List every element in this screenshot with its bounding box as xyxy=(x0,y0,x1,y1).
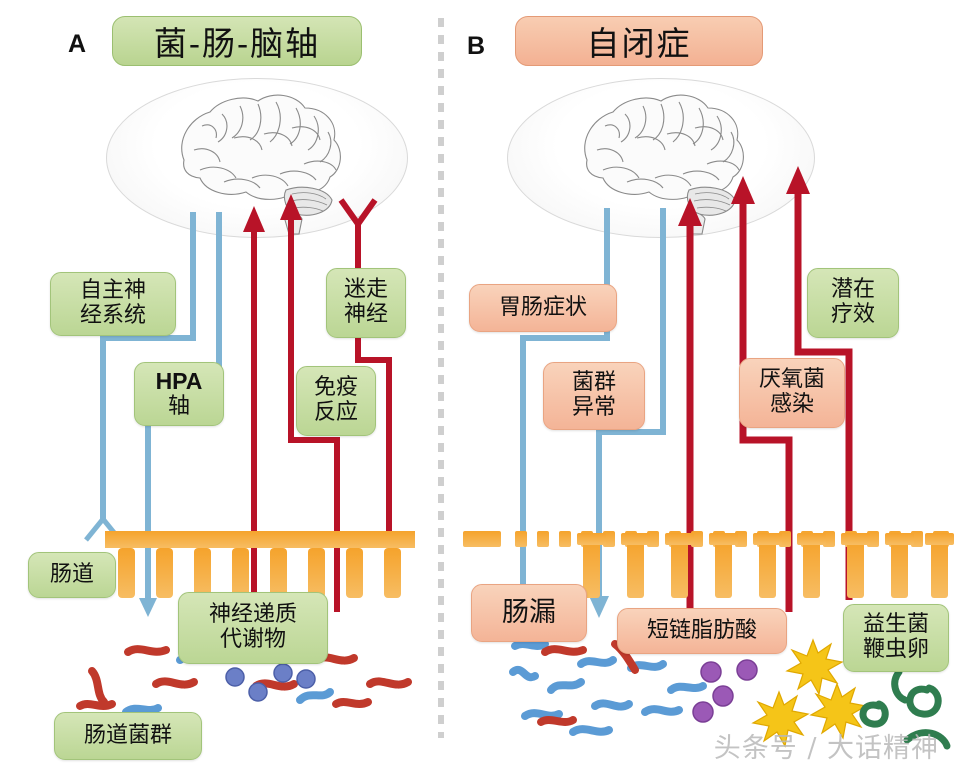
label-line: 胃肠症状 xyxy=(498,294,587,320)
label-autonomic-nervous-system: 自主神 经系统 xyxy=(50,272,176,336)
label-line: 肠漏 xyxy=(502,596,556,628)
rod-bacteria-blue-b xyxy=(509,640,707,736)
label-dysbiosis: 菌群 异常 xyxy=(543,362,645,430)
label-line: 潜在 xyxy=(830,277,875,303)
gut-wall-segments-b xyxy=(463,531,949,547)
spiky-microbe-group xyxy=(751,638,868,748)
label-short-chain-fatty-acids: 短链脂肪酸 xyxy=(617,608,787,654)
label-gut: 肠道 xyxy=(28,552,116,598)
label-line: 感染 xyxy=(769,392,814,417)
villi-group-b xyxy=(577,533,954,598)
hpa-arrowhead xyxy=(139,598,157,617)
rod-bacteria-red-b xyxy=(537,640,639,726)
ans-pathway-line xyxy=(100,212,196,520)
panel-b: B 自闭症 xyxy=(455,0,957,779)
label-line: 反应 xyxy=(313,400,358,425)
label-line: 异常 xyxy=(571,395,616,420)
connectors-b xyxy=(513,166,853,618)
label-neurotransmitter-metabolites: 神经递质 代谢物 xyxy=(178,592,328,664)
ans-fork-left xyxy=(84,517,105,542)
immune-pathway-line xyxy=(288,214,340,612)
neurotransmitter-arrowhead xyxy=(243,206,265,232)
label-line: HPA xyxy=(155,367,203,394)
label-line: 厌氧菌 xyxy=(758,367,825,393)
label-line: 菌群 xyxy=(571,370,616,396)
label-potential-therapy: 潜在 疗效 xyxy=(807,268,899,338)
label-line: 神经递质 xyxy=(208,602,297,628)
label-line: 短链脂肪酸 xyxy=(646,617,757,643)
panel-a: A 菌-肠-脑轴 xyxy=(0,0,430,779)
panel-a-letter: A xyxy=(68,30,87,58)
label-hpa-axis: HPA 轴 xyxy=(134,362,224,426)
anaerobic-arrowhead xyxy=(731,176,755,204)
gut-barrier-a xyxy=(105,531,415,598)
label-line: 肠道菌群 xyxy=(83,722,172,748)
panel-b-title: 自闭症 xyxy=(515,16,763,66)
label-line: 神经 xyxy=(343,302,388,327)
dysbiosis-arrowhead xyxy=(589,596,609,618)
vagus-fork-left xyxy=(338,198,361,226)
dysbiosis-pathway-line xyxy=(596,208,666,598)
villi-group-a xyxy=(118,548,401,598)
potential-therapy-pathway-line xyxy=(794,190,853,600)
immune-arrowhead xyxy=(280,194,302,220)
label-line: 轴 xyxy=(167,393,190,419)
label-line: 自主神 xyxy=(79,278,146,304)
scfa-arrowhead xyxy=(678,198,702,226)
label-anaerobic-infection: 厌氧菌 感染 xyxy=(739,358,845,428)
label-immune-response: 免疫 反应 xyxy=(296,366,376,436)
panel-a-title: 菌-肠-脑轴 xyxy=(112,16,362,66)
label-leaky-gut: 肠漏 xyxy=(471,584,587,642)
microbiota-illustration-b xyxy=(509,638,951,750)
whipworm-egg-group xyxy=(859,668,951,750)
panel-b-letter: B xyxy=(467,32,486,60)
label-gi-symptoms: 胃肠症状 xyxy=(469,284,617,332)
gi-symptoms-pathway-line xyxy=(520,208,610,598)
cocci-cluster-b xyxy=(692,659,758,723)
label-line: 疗效 xyxy=(830,302,875,327)
anaerobic-pathway-line xyxy=(739,200,793,612)
brain-illustration-a xyxy=(106,78,408,238)
vagus-fork-right xyxy=(355,198,378,226)
label-probiotics-whipworm-eggs: 益生菌 鞭虫卵 xyxy=(843,604,949,672)
label-vagus-nerve: 迷走 神经 xyxy=(326,268,406,338)
gut-barrier-b xyxy=(463,531,954,598)
gut-wall-a xyxy=(105,531,415,548)
label-line: 经系统 xyxy=(79,303,146,328)
label-gut-microbiota: 肠道菌群 xyxy=(54,712,202,760)
label-line: 肠道 xyxy=(49,561,94,587)
label-line: 免疫 xyxy=(313,375,358,401)
cocci-cluster-a xyxy=(225,663,316,702)
label-line: 迷走 xyxy=(343,277,388,303)
label-line: 鞭虫卵 xyxy=(862,637,929,662)
microbiota-illustration-a xyxy=(76,634,412,716)
label-line: 益生菌 xyxy=(862,612,929,638)
potential-therapy-arrowhead xyxy=(786,166,810,194)
label-line: 代谢物 xyxy=(219,627,286,652)
panel-divider xyxy=(438,18,444,738)
brain-drawing-b xyxy=(584,94,744,235)
watermark: 头条号 / 大话精神 xyxy=(713,733,939,764)
